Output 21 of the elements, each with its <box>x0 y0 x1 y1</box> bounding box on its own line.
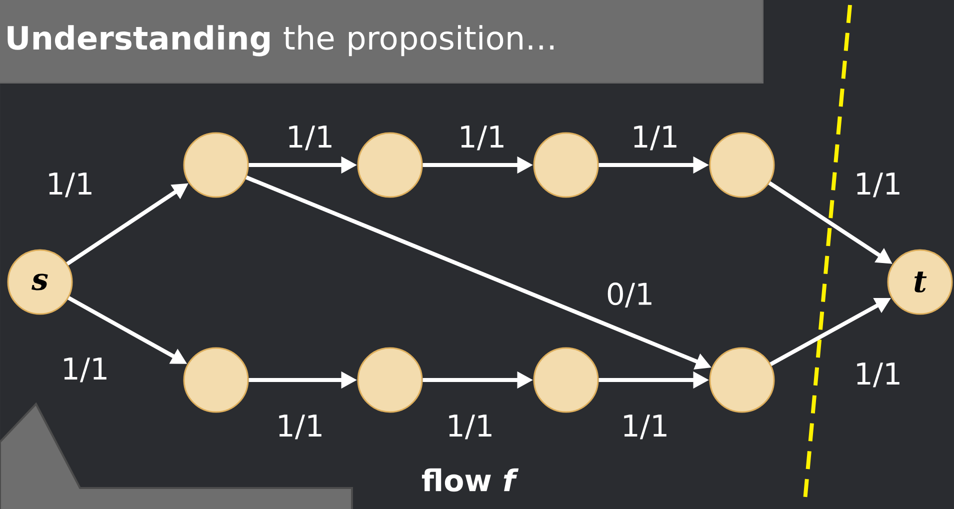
node-circle <box>533 347 599 413</box>
edge-label: 1/1 <box>284 124 336 152</box>
edge-label: 1/1 <box>630 124 680 152</box>
edge-label: 1/1 <box>44 172 96 198</box>
edge-label: 0/1 <box>604 281 656 309</box>
node-circle <box>709 347 775 413</box>
edge-label: 1/1 <box>444 414 496 440</box>
edge-label: 1/1 <box>456 124 508 152</box>
edge-label: 1/1 <box>274 414 326 440</box>
node-circle <box>709 132 775 198</box>
node-circle <box>183 132 249 198</box>
caption: flow f <box>422 468 519 492</box>
node-circle <box>533 132 599 198</box>
edge-label: 1/1 <box>852 172 904 198</box>
edge-label: 1/1 <box>60 356 110 384</box>
node-circle <box>183 347 249 413</box>
node-circle <box>357 132 423 198</box>
node-circle <box>357 347 423 413</box>
title-banner: Understanding the proposition… <box>0 0 764 84</box>
edge-label: 1/1 <box>620 414 670 440</box>
edge-label: 1/1 <box>852 362 904 388</box>
